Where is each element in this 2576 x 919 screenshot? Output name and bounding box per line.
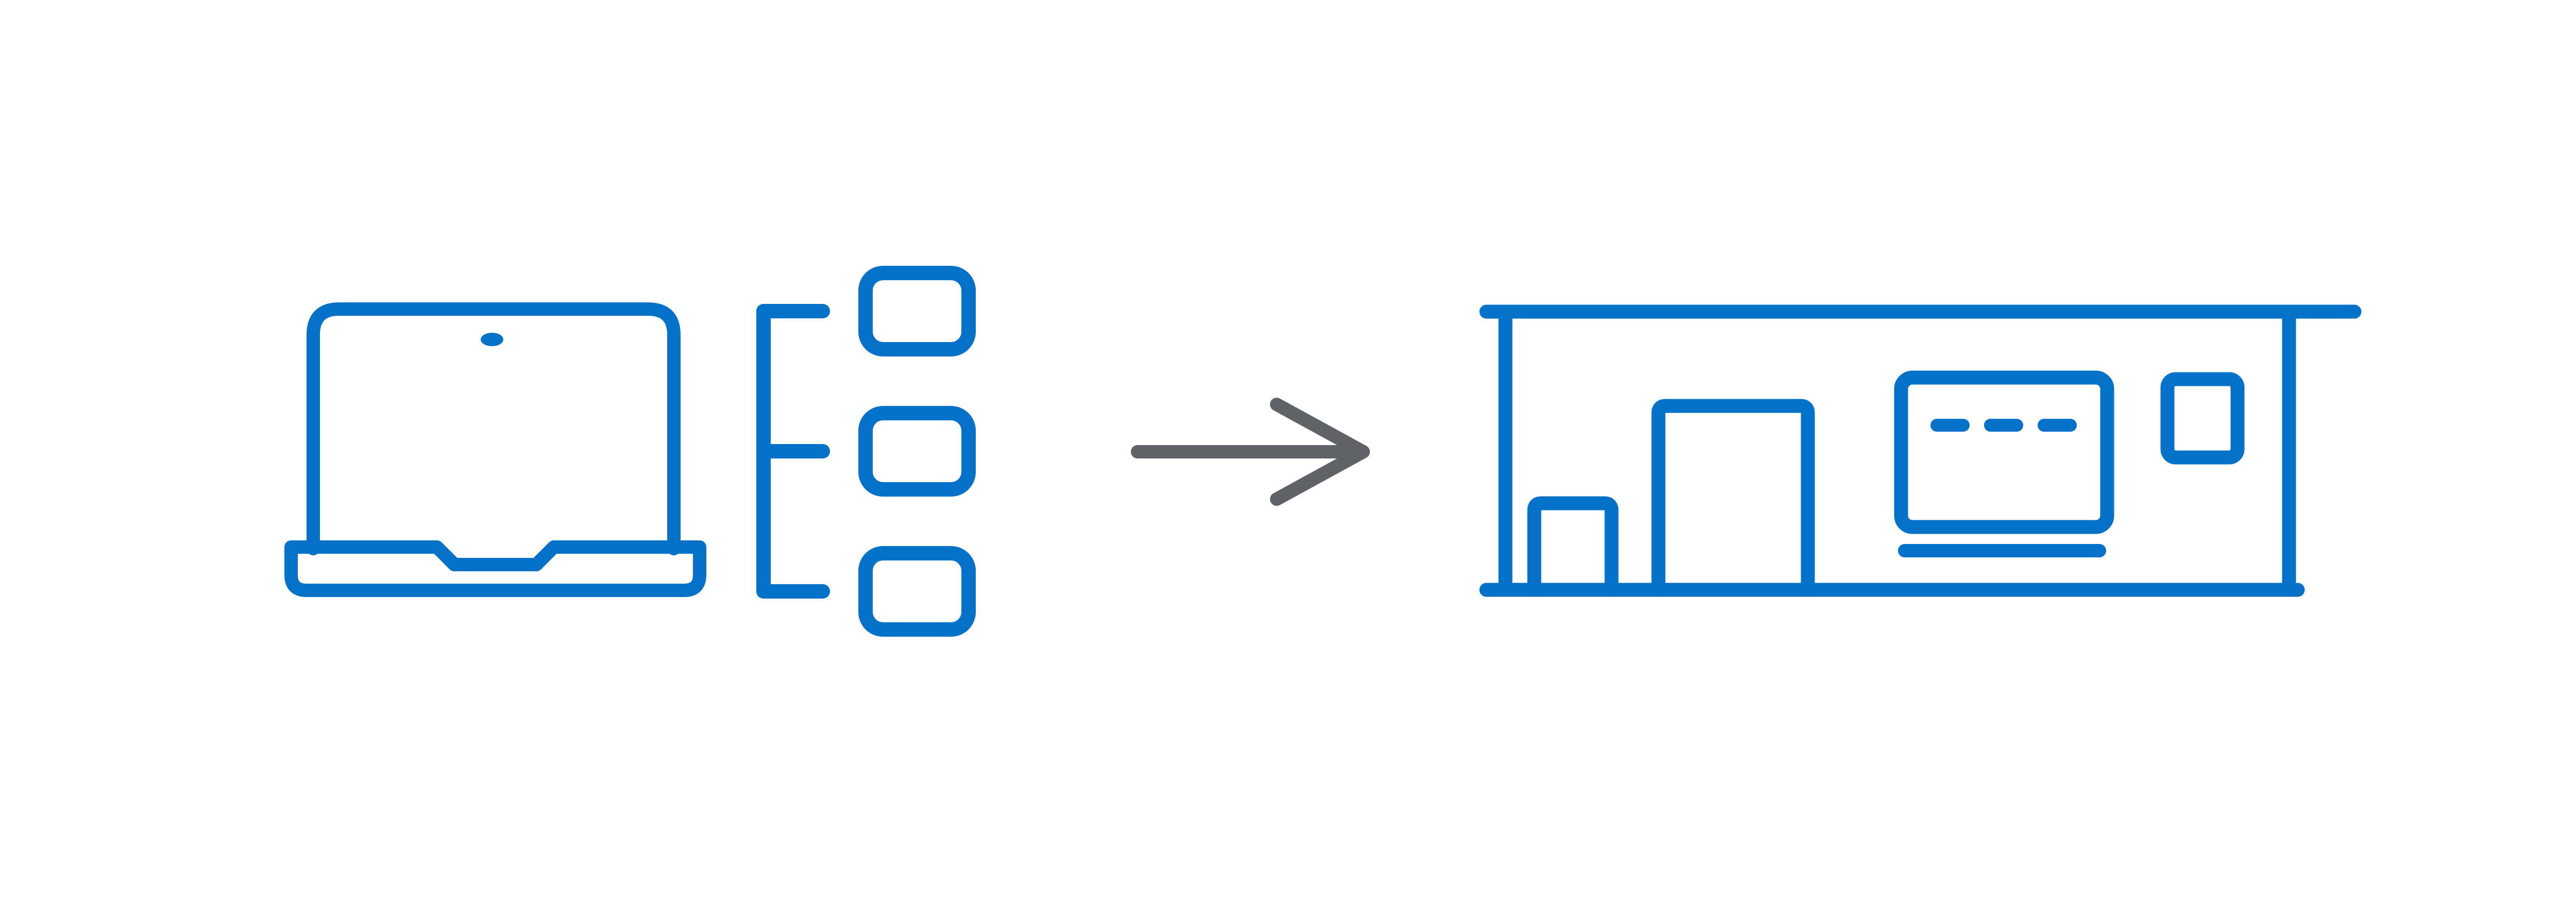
list-item[interactable] [858, 406, 976, 497]
server-rack-short [1527, 496, 1619, 597]
panel-base-bar [1898, 544, 2106, 557]
tree-list-icon [756, 266, 976, 637]
indicator-dash [1930, 419, 1970, 432]
laptop-base [284, 540, 706, 597]
building-icon [1479, 304, 2362, 597]
arrow-head [1270, 398, 1370, 506]
laptop-camera-icon [481, 333, 503, 346]
list-item[interactable] [858, 546, 976, 637]
indicator-dash [2038, 419, 2077, 432]
indicator-dash [1984, 419, 2023, 432]
side-equipment-unit [2160, 372, 2245, 465]
laptop-icon [284, 302, 706, 597]
arrow-right-icon [1131, 398, 1370, 506]
list-item[interactable] [858, 266, 976, 356]
laptop-screen [307, 302, 681, 555]
server-rack-tall [1651, 399, 1815, 597]
control-panel [1894, 370, 2114, 534]
